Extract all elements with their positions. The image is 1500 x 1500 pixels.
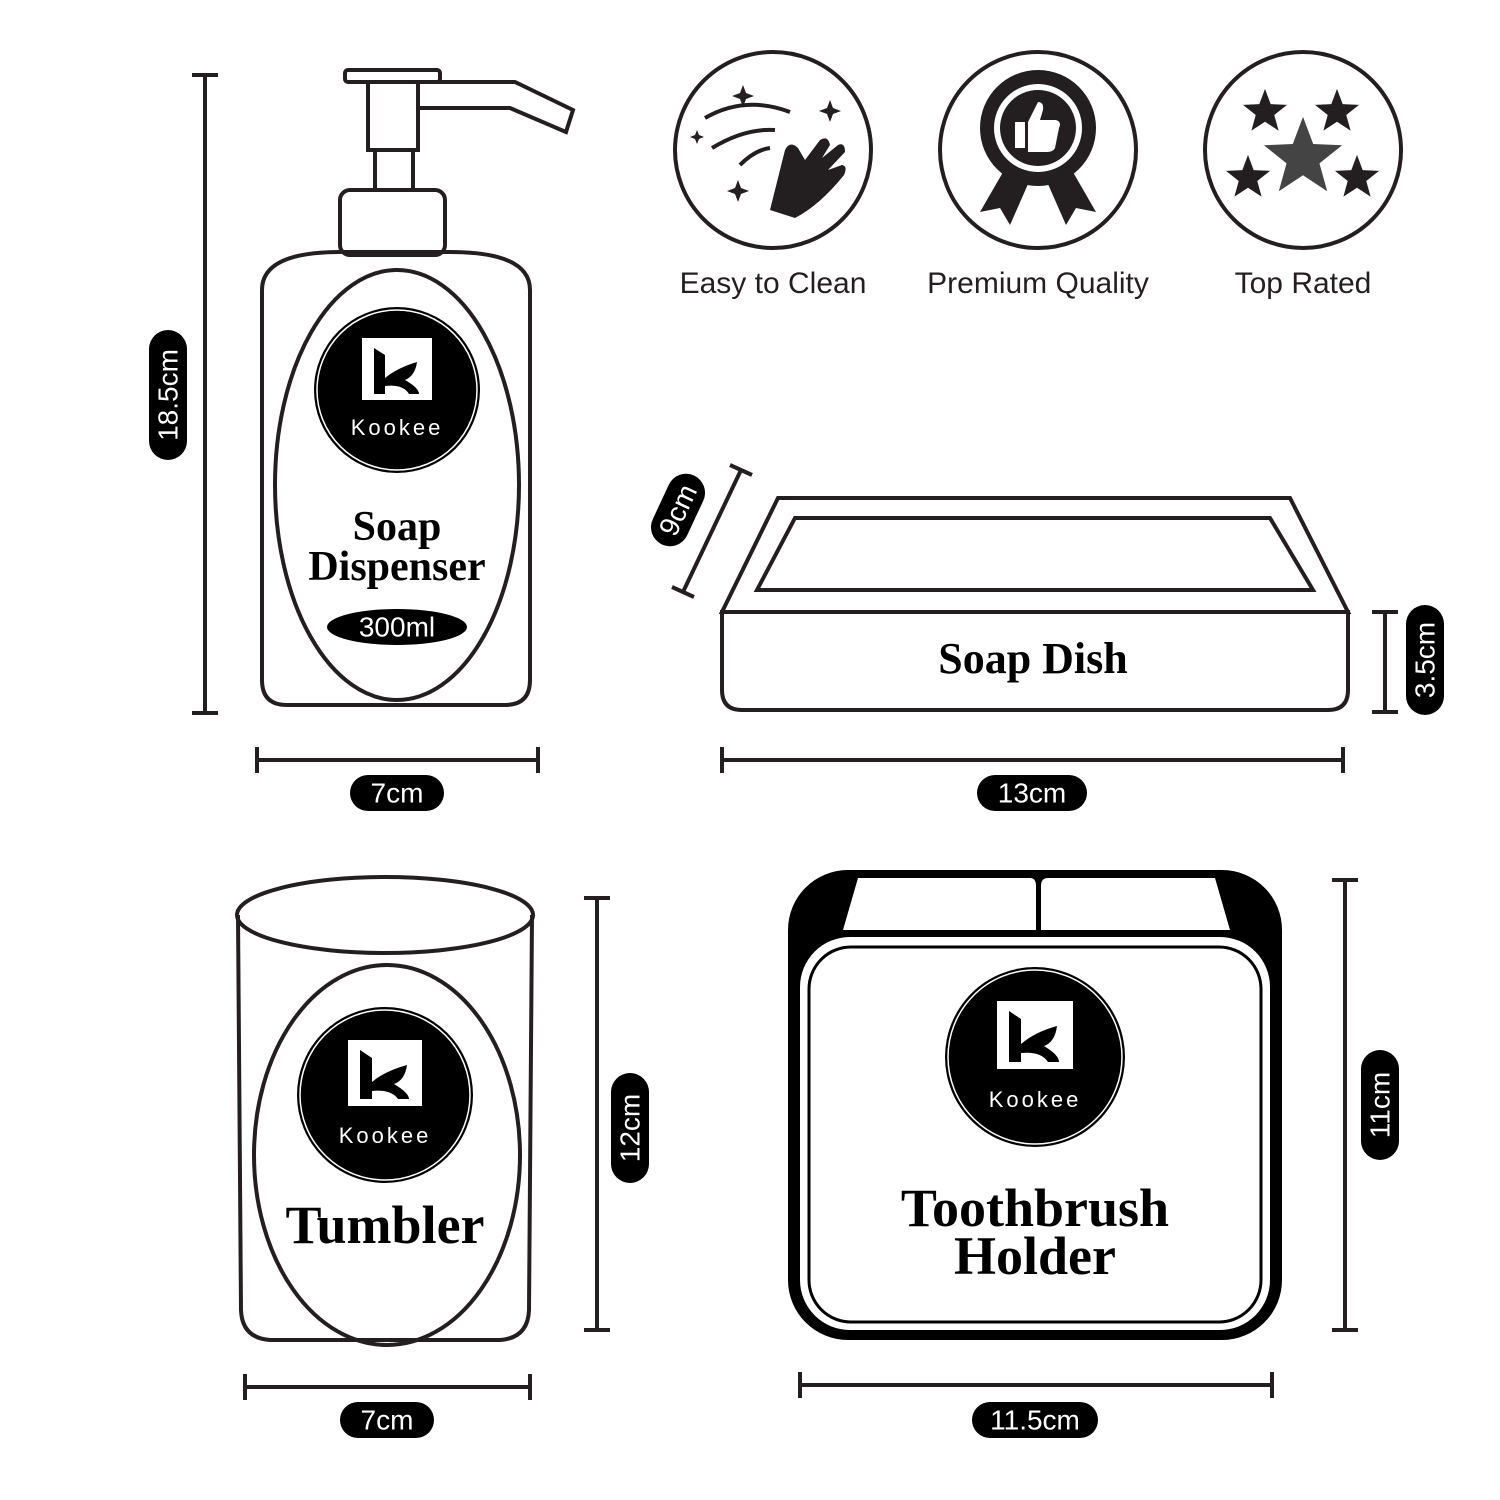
feature-circle — [673, 50, 873, 250]
soap-dispenser-title: Soap — [353, 504, 442, 550]
toothbrush-holder: Kookee Toothbrush Holder — [788, 870, 1282, 1340]
soap-dish-front — [720, 610, 1350, 712]
soap-dish-height-dimension: 3.5cm — [1372, 605, 1444, 715]
capacity-text: 300ml — [359, 612, 435, 643]
star-icon — [1309, 83, 1365, 136]
bottle-label-oval — [273, 268, 521, 702]
tumbler-label-oval — [252, 963, 522, 1347]
bottle-body — [260, 250, 532, 707]
holder-height-label: 11cm — [1365, 1072, 1396, 1138]
dispenser-height-dimension: 18.5cm — [149, 73, 218, 715]
kookee-logo: Kookee — [297, 1007, 473, 1183]
tumbler-width-label: 7cm — [361, 1405, 414, 1436]
pump-collar — [373, 148, 415, 192]
stars-icon — [1220, 83, 1385, 202]
tumbler-title: Tumbler — [285, 1195, 484, 1255]
soap-dispenser-title-2: Dispenser — [308, 544, 485, 590]
holder-height-dimension: 11cm — [1332, 878, 1399, 1332]
holder-width-dimension: 11.5cm — [798, 1372, 1274, 1438]
holder-slot-left — [843, 878, 1036, 930]
feature-label: Top Rated — [1235, 267, 1372, 300]
logo-text: Kookee — [351, 415, 444, 440]
dispenser-width-dimension: 7cm — [255, 747, 540, 811]
soap-dish: Soap Dish — [718, 496, 1352, 712]
capacity-badge — [327, 609, 467, 645]
tumbler-height-label: 12cm — [615, 1094, 646, 1162]
holder-width-label: 11.5cm — [990, 1405, 1080, 1436]
soap-dish-top — [718, 496, 1352, 614]
kookee-logo: Kookee — [314, 307, 480, 473]
feature-label: Premium Quality — [927, 267, 1149, 300]
star-icon — [1220, 149, 1276, 202]
pump-neck — [366, 82, 420, 152]
award-ribbon-thumbs-up-icon — [980, 70, 1096, 225]
tumbler-height-dimension: 12cm — [584, 896, 649, 1332]
kookee-logo: Kookee — [945, 967, 1125, 1147]
soap-dish-width-dimension: 13cm — [720, 747, 1345, 811]
feature-easy-to-clean: Easy to Clean — [673, 50, 873, 300]
soap-dish-width-label: 13cm — [998, 778, 1066, 809]
dispenser-height-label: 18.5cm — [153, 349, 184, 441]
bottle-cap — [338, 188, 447, 257]
soap-dish-well — [753, 516, 1317, 592]
tumbler-body — [236, 914, 534, 1342]
dispenser-width-label: 7cm — [371, 778, 424, 809]
feature-circle — [1203, 50, 1403, 250]
logo-text: Kookee — [989, 1087, 1082, 1112]
pump-spout — [418, 80, 576, 135]
holder-title-2: Holder — [954, 1226, 1116, 1286]
tumbler: Kookee Tumbler — [235, 875, 535, 1347]
pump-head — [343, 68, 442, 84]
soap-dish-height-label: 3.5cm — [1410, 622, 1441, 698]
star-icon — [1329, 149, 1385, 202]
soap-dispenser: Kookee Soap Dispenser 300ml — [260, 68, 576, 707]
soap-dish-depth-dimension: 9cm — [650, 463, 753, 599]
hand-wipe-sparkle-icon — [690, 85, 846, 218]
feature-top-rated: Top Rated — [1203, 50, 1403, 300]
feature-premium-quality: Premium Quality — [927, 50, 1149, 300]
holder-title: Toothbrush — [901, 1178, 1169, 1238]
feature-label: Easy to Clean — [680, 267, 867, 300]
holder-slot-right — [1041, 878, 1230, 930]
logo-text: Kookee — [339, 1123, 432, 1148]
star-icon — [1237, 83, 1293, 136]
tumbler-width-dimension: 7cm — [243, 1374, 532, 1438]
soap-dish-title: Soap Dish — [938, 634, 1128, 683]
feature-circle — [938, 50, 1138, 250]
tumbler-rim — [235, 875, 535, 955]
star-icon — [1258, 111, 1348, 196]
